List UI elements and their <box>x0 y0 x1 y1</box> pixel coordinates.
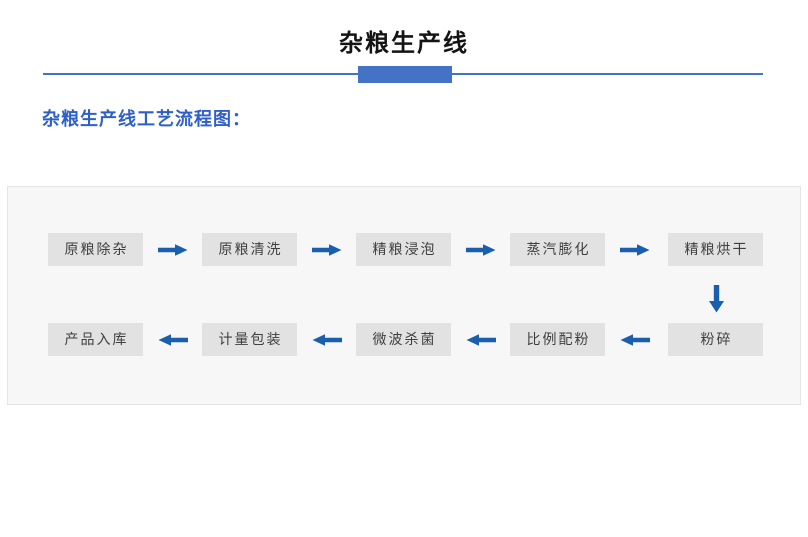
arrow-left-icon <box>466 334 496 346</box>
section-heading: 杂粮生产线工艺流程图： <box>42 109 251 129</box>
flow-step-box: 精粮烘干 <box>668 233 763 266</box>
flow-step-box: 原粮除杂 <box>48 233 143 266</box>
arrow-right-icon <box>620 244 650 256</box>
flow-step-box: 蒸汽膨化 <box>510 233 605 266</box>
arrow-right-icon <box>158 244 188 256</box>
flow-step-box: 粉碎 <box>668 323 763 356</box>
page-title: 杂粮生产线 <box>339 30 469 57</box>
arrow-down-icon <box>709 285 724 313</box>
flow-step-box: 原粮清洗 <box>202 233 297 266</box>
flow-step-box: 微波杀菌 <box>356 323 451 356</box>
flow-step-box: 精粮浸泡 <box>356 233 451 266</box>
arrow-right-icon <box>466 244 496 256</box>
arrow-left-icon <box>312 334 342 346</box>
title-separator-accent-bar <box>358 66 452 83</box>
flow-step-box: 比例配粉 <box>510 323 605 356</box>
flow-step-box: 计量包装 <box>202 323 297 356</box>
arrow-left-icon <box>158 334 188 346</box>
arrow-left-icon <box>620 334 650 346</box>
flow-step-box: 产品入库 <box>48 323 143 356</box>
arrow-right-icon <box>312 244 342 256</box>
flowchart-panel: 原粮除杂 原粮清洗 精粮浸泡 蒸汽膨化 精粮烘干 产品入库 计量包装 微波杀菌 … <box>7 186 801 405</box>
